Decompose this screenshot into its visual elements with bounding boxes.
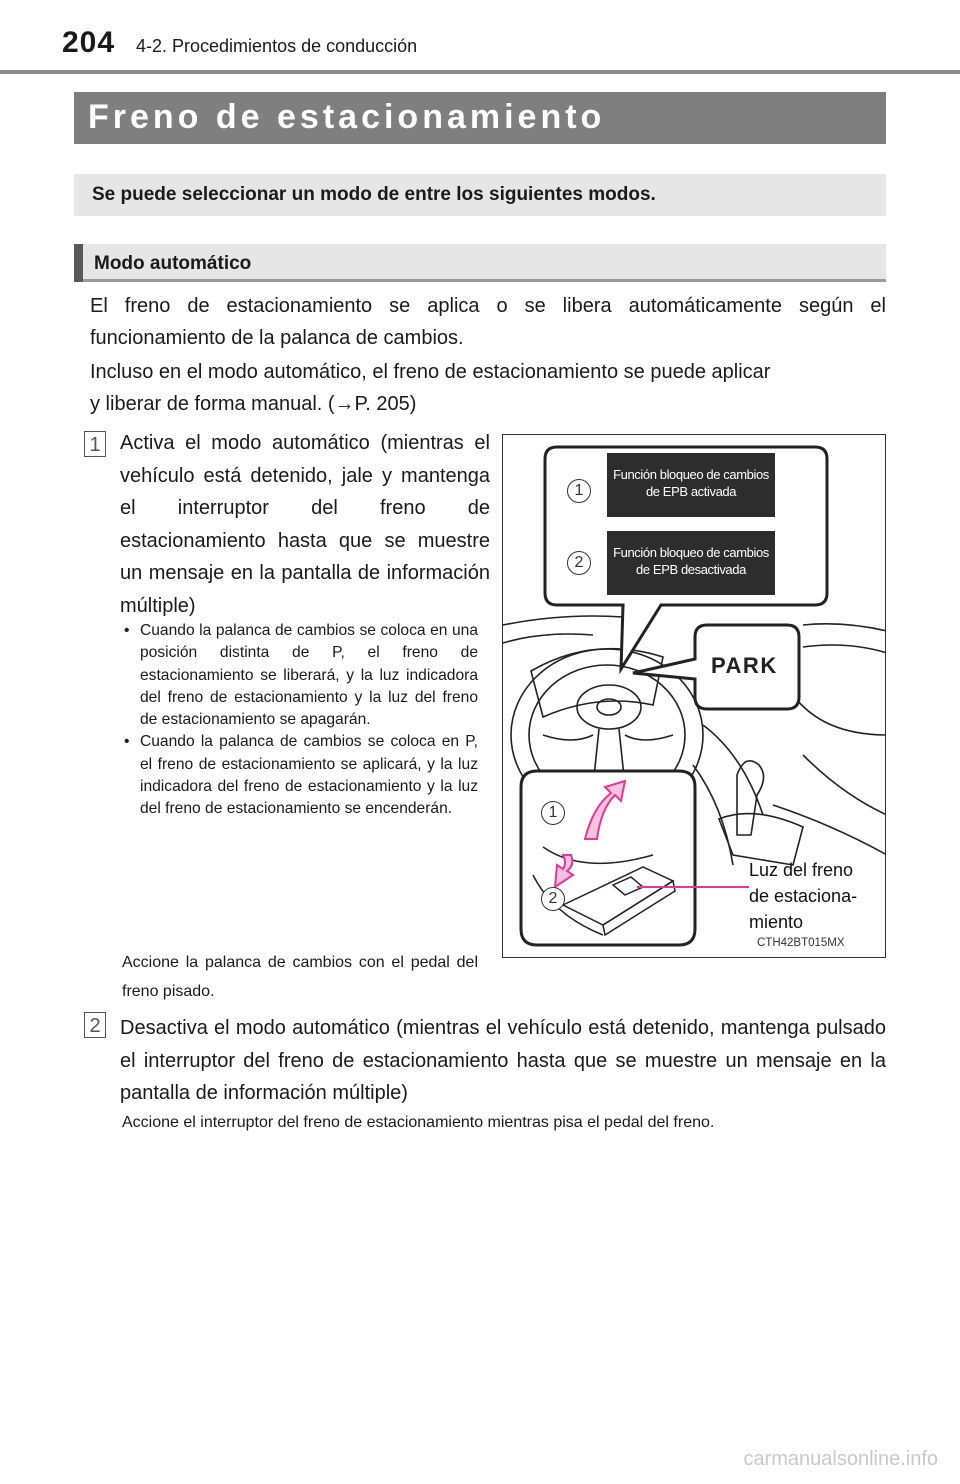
header-rule <box>0 70 960 74</box>
bullet-item: Cuando la palanca de cambios se coloca e… <box>122 620 478 731</box>
message-epb-activated: Función bloqueo de cambios de EPB activa… <box>607 453 775 517</box>
callout-number: 2 <box>567 551 591 575</box>
step-note: Accione el interruptor del freno de esta… <box>122 1114 715 1131</box>
paragraph-auto-mode: El freno de estacionamiento se aplica o … <box>90 295 886 349</box>
paragraph-manual-line2: y liberar de forma manual. (→P. 205) <box>90 393 417 415</box>
intro-band <box>74 174 886 216</box>
page-number: 204 <box>62 26 116 59</box>
step-number: 1 <box>84 431 106 457</box>
paragraph-manual-line1: Incluso en el modo automático, el freno … <box>90 361 771 383</box>
section-heading: 4-2. Procedimientos de conducción <box>136 36 418 56</box>
figure-code: CTH42BT015MX <box>757 937 845 949</box>
paragraph-manual: Incluso en el modo automático, el freno … <box>90 356 886 420</box>
callout-number: 2 <box>541 887 565 911</box>
subheading-bar <box>74 244 886 282</box>
title-bar <box>74 92 886 144</box>
intro-text: Se puede seleccionar un modo de entre lo… <box>92 184 656 205</box>
bullet-list: Cuando la palanca de cambios se coloca e… <box>122 620 478 821</box>
step-text: Activa el modo automático (mientras el v… <box>120 432 490 617</box>
parking-light-label-text: Luz del freno de estaciona- miento <box>749 860 858 932</box>
page-title: Freno de estacionamiento <box>88 98 606 136</box>
callout-number: 1 <box>567 479 591 503</box>
parking-brake-illustration: Función bloqueo de cambios de EPB activa… <box>502 434 886 958</box>
step-number: 2 <box>84 1012 106 1038</box>
bullet-item: Cuando la palanca de cambios se coloca e… <box>122 731 478 820</box>
park-indicator: PARK <box>711 653 778 678</box>
watermark: carmanualsonline.info <box>743 1448 938 1470</box>
step-text: Desactiva el modo automático (mientras e… <box>120 1017 886 1104</box>
parking-light-label: Luz del freno de estaciona- miento <box>749 857 875 935</box>
step-note: Accione la palanca de cambios con el ped… <box>122 954 478 1000</box>
callout-number: 1 <box>541 801 565 825</box>
subheading-accent <box>74 244 83 282</box>
message-epb-deactivated: Función bloqueo de cambios de EPB desact… <box>607 531 775 595</box>
subheading: Modo automático <box>94 253 252 274</box>
